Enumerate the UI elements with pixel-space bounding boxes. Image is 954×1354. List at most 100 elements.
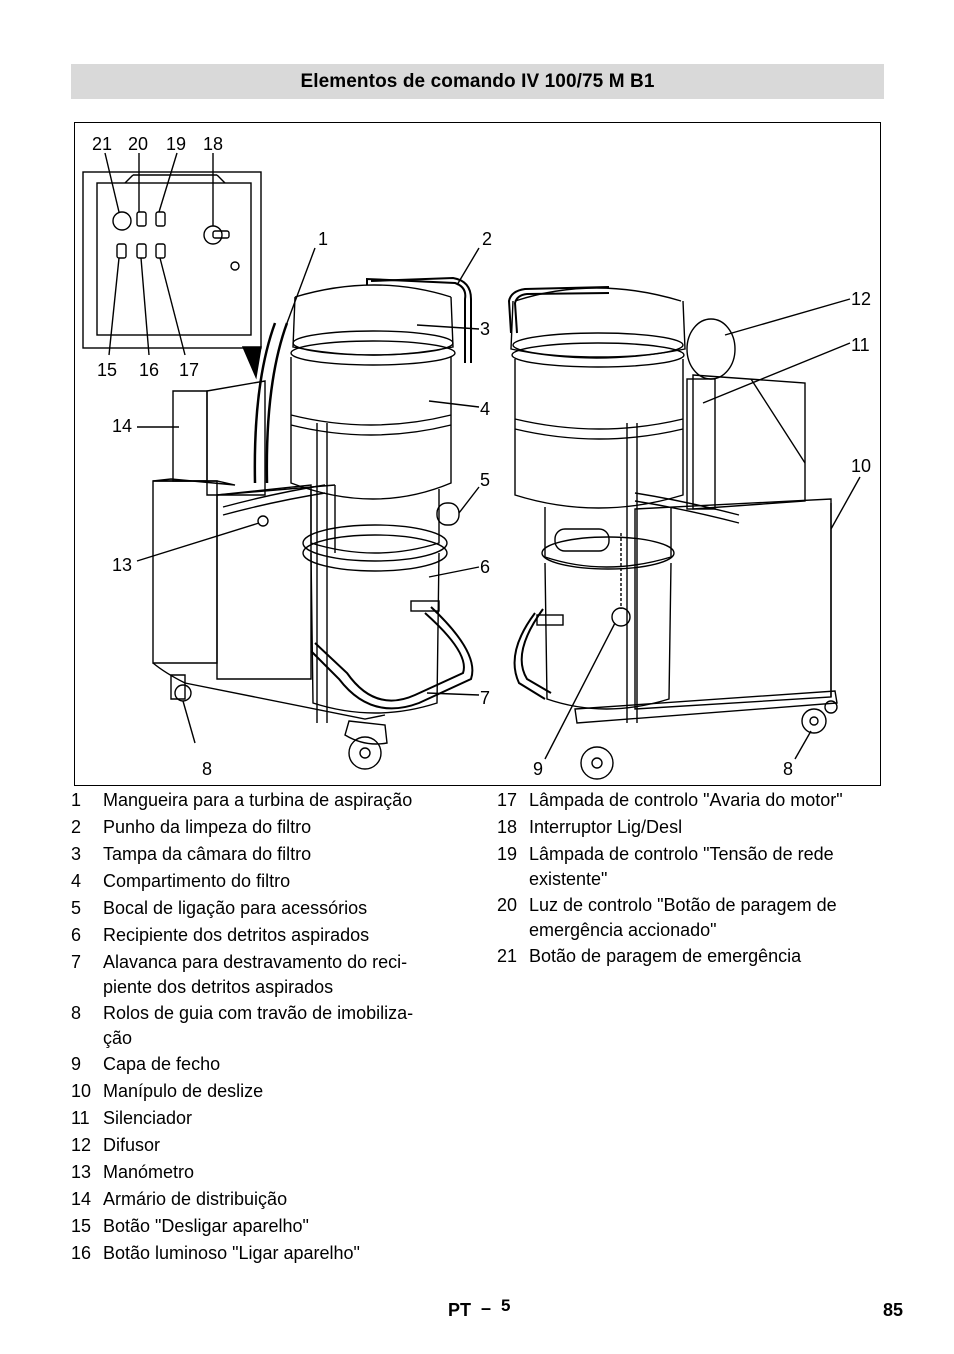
legend-item-line: Tampa da câmara do filtro [103, 844, 312, 864]
legend-item-line: Lâmpada de controlo "Avaria do motor" [529, 790, 843, 810]
legend-item-number: 5 [71, 898, 82, 918]
figure-illustration: 21 20 19 18 1 2 3 4 5 6 7 8 9 8 10 11 12… [74, 122, 881, 786]
legend-item-number: 10 [71, 1081, 92, 1101]
legend-item-line: Botão luminoso "Ligar aparelho" [103, 1243, 360, 1263]
legend-item-line: Capa de fecho [103, 1054, 221, 1074]
legend-left-column: 1 Mangueira para a turbina de aspiração 2 P… [71, 787, 471, 1267]
legend-item-text: Botão de paragem de emergência [529, 943, 892, 970]
callout-3: 3 [480, 319, 490, 339]
legend-item: 7 Alavanca para destravamento do reci-pie… [71, 949, 471, 1000]
legend-item-number: 21 [497, 946, 518, 966]
callout-6: 6 [480, 557, 490, 577]
callout-4: 4 [480, 399, 490, 419]
callout-5: 5 [480, 470, 490, 490]
legend-item-line: Punho da limpeza do filtro [103, 817, 312, 837]
legend-item-number: 16 [71, 1243, 92, 1263]
legend-item-number: 4 [71, 871, 82, 891]
legend-item-text: Rolos de guia com travão de imobiliza-çã… [103, 1000, 471, 1051]
legend-item-number: 9 [71, 1054, 82, 1074]
legend-item-line: Compartimento do filtro [103, 871, 291, 891]
page-number: 85 [883, 1300, 904, 1320]
legend-item-text: Recipiente dos detritos aspirados [103, 922, 471, 949]
callout-13: 13 [112, 555, 132, 575]
legend-item-line: Botão de paragem de emergência [529, 946, 802, 966]
legend-item-text: Difusor [103, 1132, 471, 1159]
legend-item-number: 2 [71, 817, 82, 837]
legend-item: 10 Manípulo de deslize [71, 1078, 471, 1105]
legend-item-line: piente dos detritos aspirados [103, 977, 334, 997]
legend-item: 1 Mangueira para a turbina de aspiração [71, 787, 471, 814]
legend-item-line: Difusor [103, 1135, 161, 1155]
legend-item-line: Manípulo de deslize [103, 1081, 264, 1101]
callout-11: 11 [851, 335, 870, 355]
legend-item-number: 8 [71, 1003, 82, 1023]
legend-item: 17 Lâmpada de controlo "Avaria do motor" [497, 787, 892, 814]
legend-item-number: 11 [71, 1108, 90, 1128]
legend-item: 19 Lâmpada de controlo "Tensão de rede exi… [497, 841, 892, 892]
legend-item-line: Botão "Desligar aparelho" [103, 1216, 309, 1236]
legend-item: 21 Botão de paragem de emergência [497, 943, 892, 970]
legend-item-text: Compartimento do filtro [103, 868, 471, 895]
legend-item-number: 18 [497, 817, 518, 837]
legend-item-line: Rolos de guia com travão de imobiliza- [103, 1003, 414, 1023]
section-header: Elementos de comando IV 100/75 M B1 [71, 64, 884, 99]
section-title: Elementos de comando IV 100/75 M B1 [300, 70, 655, 92]
footer-language: PT [448, 1300, 472, 1320]
legend-item-text: Punho da limpeza do filtro [103, 814, 471, 841]
legend-item-line: Mangueira para a turbina de aspiração [103, 790, 413, 810]
legend-item-number: 3 [71, 844, 82, 864]
legend-item: 18 Interruptor Lig/Desl [497, 814, 892, 841]
legend-item-number: 1 [71, 790, 82, 810]
legend-item-line: Silenciador [103, 1108, 193, 1128]
legend-item: 9 Capa de fecho [71, 1051, 471, 1078]
legend-item-text: Botão luminoso "Ligar aparelho" [103, 1240, 471, 1267]
legend-item: 5 Bocal de ligação para acessórios [71, 895, 471, 922]
legend-item-number: 19 [497, 844, 518, 864]
callout-12: 12 [851, 289, 871, 309]
legend-item: 6 Recipiente dos detritos aspirados [71, 922, 471, 949]
footer-section-page: 5 [501, 1296, 511, 1315]
legend-item-text: Lâmpada de controlo "Tensão de rede exist… [529, 841, 892, 892]
legend-item: 2 Punho da limpeza do filtro [71, 814, 471, 841]
callout-18: 18 [203, 134, 223, 154]
callout-14: 14 [112, 416, 132, 436]
legend-item: 11 Silenciador [71, 1105, 471, 1132]
callout-19: 19 [166, 134, 186, 154]
legend-item-line: Interruptor Lig/Desl [529, 817, 683, 837]
legend-item-text: Capa de fecho [103, 1051, 471, 1078]
legend-item-number: 17 [497, 790, 518, 810]
legend-item-text: Armário de distribuição [103, 1186, 471, 1213]
legend-item-line: ção [103, 1028, 133, 1048]
legend-item-number: 13 [71, 1162, 92, 1182]
legend-item-line: Armário de distribuição [103, 1189, 288, 1209]
callout-15: 15 [97, 360, 117, 380]
legend-item: 4 Compartimento do filtro [71, 868, 471, 895]
legend-item: 16 Botão luminoso "Ligar aparelho" [71, 1240, 471, 1267]
callout-20: 20 [128, 134, 148, 154]
legend-item: 8 Rolos de guia com travão de imobiliza-ç… [71, 1000, 471, 1051]
legend-item-line: Recipiente dos detritos aspirados [103, 925, 370, 945]
legend-item-text: Tampa da câmara do filtro [103, 841, 471, 868]
legend-item-number: 15 [71, 1216, 92, 1236]
callout-8-right: 8 [783, 759, 793, 779]
callout-10: 10 [851, 456, 871, 476]
callout-21: 21 [92, 134, 112, 154]
legend-item-text: Mangueira para a turbina de aspiração [103, 787, 471, 814]
legend-item-text: Manómetro [103, 1159, 471, 1186]
callout-9: 9 [533, 759, 543, 779]
legend-item-line: emergência accionado" [529, 920, 717, 940]
legend-item-line: existente" [529, 869, 608, 889]
legend-item-text: Interruptor Lig/Desl [529, 814, 892, 841]
legend-item-number: 6 [71, 925, 82, 945]
legend-item-line: Lâmpada de controlo "Tensão de rede [529, 844, 834, 864]
legend-item-number: 7 [71, 952, 82, 972]
vacuum-cleaner-drawing: 21 20 19 18 1 2 3 4 5 6 7 8 9 8 10 11 12… [82, 134, 871, 780]
legend-item-line: Bocal de ligação para acessórios [103, 898, 368, 918]
legend-item-line: Alavanca para destravamento do reci- [103, 952, 408, 972]
legend-item: 15 Botão "Desligar aparelho" [71, 1213, 471, 1240]
legend-item-text: Botão "Desligar aparelho" [103, 1213, 471, 1240]
